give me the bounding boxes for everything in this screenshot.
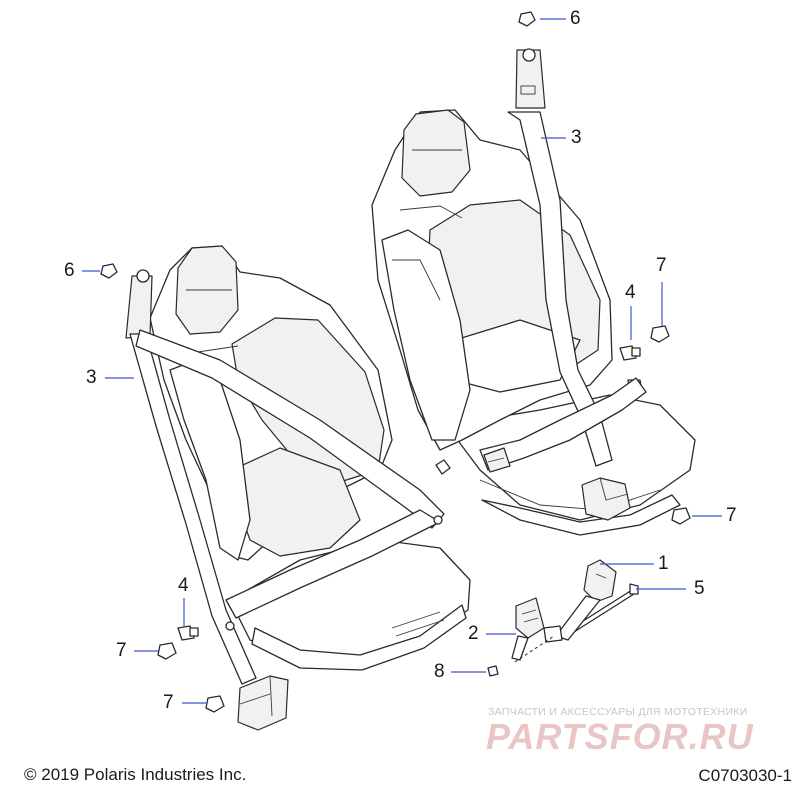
callout-7-mid-right: 7 (726, 505, 737, 526)
callout-2: 2 (468, 623, 479, 644)
copyright-text: © 2019 Polaris Industries Inc. (24, 765, 247, 784)
nut-top (518, 11, 536, 27)
callout-7-left-upper: 7 (116, 640, 127, 661)
callout-1: 1 (658, 553, 669, 574)
callout-8: 8 (434, 661, 445, 682)
callout-4-left: 4 (178, 575, 189, 596)
callout-3-left: 3 (86, 367, 97, 388)
buckle-assembly (543, 559, 617, 643)
nut-right-upper (650, 325, 670, 343)
left-seat (149, 245, 471, 671)
callout-3-right: 3 (571, 127, 582, 148)
callout-4-right: 4 (625, 282, 636, 303)
diagram-code: C0703030-1 (698, 766, 792, 785)
right-shoulder-belt (479, 48, 647, 521)
watermark-tagline: ЗАПЧАСТИ И АКСЕССУАРЫ ДЛЯ МОТОТЕХНИКИ (488, 706, 748, 718)
left-shoulder-belt (125, 269, 445, 731)
bolt-left (177, 625, 199, 641)
callout-7-left-lower: 7 (163, 692, 174, 713)
callout-6-left: 6 (64, 260, 75, 281)
washer (487, 665, 499, 677)
bolt-right (619, 345, 641, 361)
callout-7-top-right: 7 (656, 255, 667, 276)
nut-left (100, 263, 118, 279)
callout-6-top: 6 (570, 8, 581, 29)
watermark-logo: PARTSFOR.RU (486, 716, 754, 757)
buckle-tongue (511, 597, 555, 663)
leader-lines (82, 18, 722, 704)
callout-5: 5 (694, 578, 705, 599)
nut-left-lower (205, 695, 225, 713)
nut-left-upper (157, 642, 177, 660)
nut-right-mid (671, 507, 691, 525)
